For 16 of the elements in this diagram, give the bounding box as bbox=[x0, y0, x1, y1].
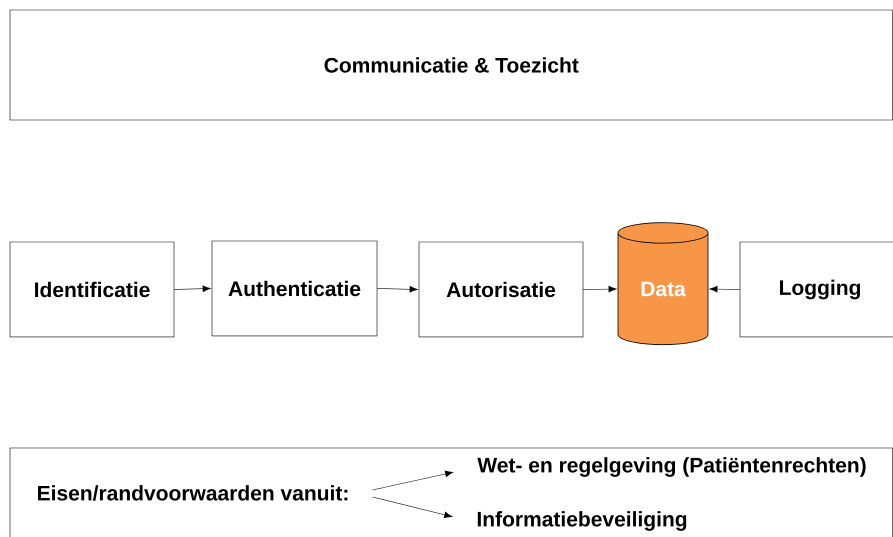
process-box: Identificatie bbox=[10, 242, 174, 338]
label-text: Eisen/randvoorwaarden vanuit: bbox=[38, 485, 348, 501]
database-cylinder: Data bbox=[618, 222, 708, 346]
process-box: Communicatie & Toezicht bbox=[10, 10, 893, 120]
process-box: Autorisatie bbox=[418, 242, 584, 338]
arrow bbox=[709, 286, 740, 292]
label-text: Wet- en regelgeving (Patiëntenrechten) bbox=[477, 457, 866, 477]
process-box: Logging bbox=[740, 242, 893, 338]
arrow bbox=[174, 285, 211, 292]
label-text: Informatiebeveiliging bbox=[478, 511, 686, 531]
arrow bbox=[377, 286, 418, 293]
arrow bbox=[583, 286, 617, 292]
arrow bbox=[372, 496, 452, 518]
frame-box bbox=[10, 448, 893, 537]
arrow bbox=[372, 470, 454, 490]
process-box: Authenticatie bbox=[212, 240, 378, 336]
